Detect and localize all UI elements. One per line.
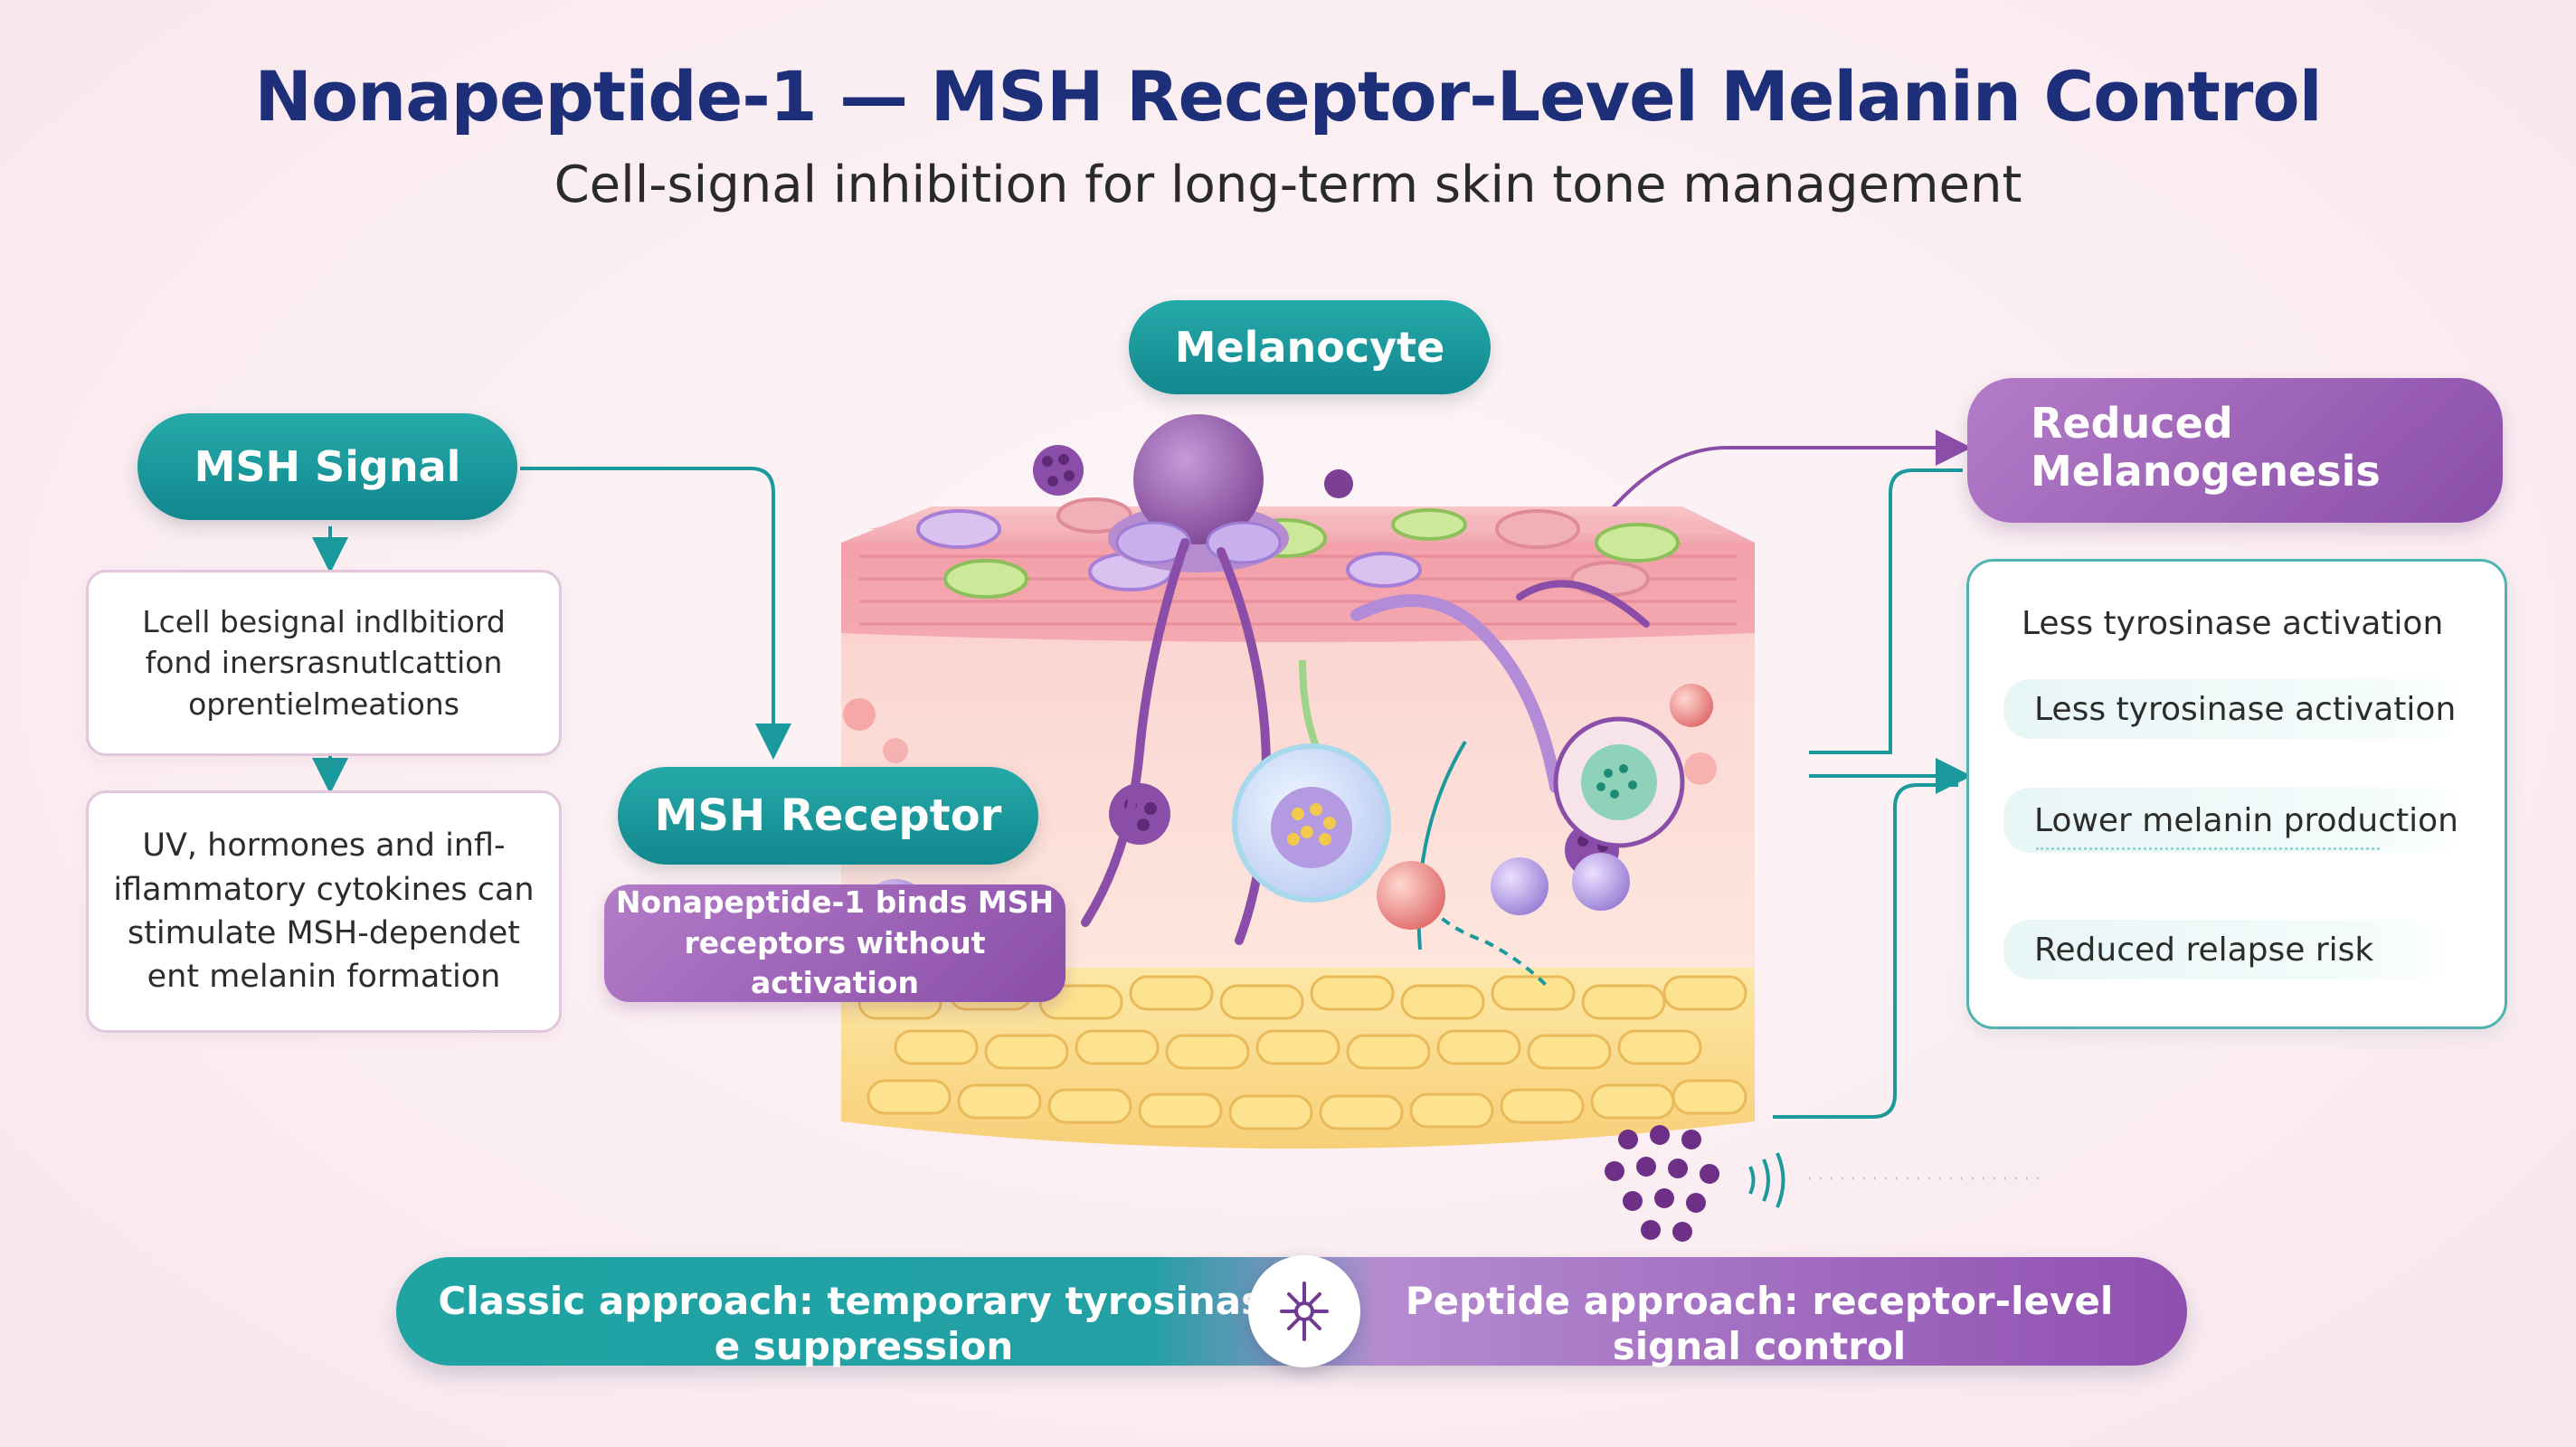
effect-item-chip: Less tyrosinase activation <box>2003 679 2467 739</box>
signal-description-line: fond inersrasnutlcattion <box>145 645 503 681</box>
released-pigment-dots <box>1605 1125 1785 1242</box>
molecule-icon <box>1280 1281 1329 1341</box>
peptide-approach-line: signal control <box>1612 1323 1907 1368</box>
peptide-approach-line: Peptide approach: receptor-level <box>1405 1279 2114 1323</box>
msh-receptor-label: MSH Receptor <box>654 790 1002 841</box>
msh-signal-pill: MSH Signal <box>137 413 517 520</box>
stimuli-description-line: iflammatory cytokines can <box>113 871 535 908</box>
stimuli-description-line: stimulate MSH-dependet <box>127 915 520 951</box>
signal-description-box: Lcell besignal indlbitiord fond inersras… <box>86 570 562 756</box>
melanocyte-pill: Melanocyte <box>1129 300 1491 394</box>
effect-item: Less tyrosinase activation <box>2034 690 2457 728</box>
classic-approach-text: Classic approach: temporary tyrosinase e… <box>434 1279 1293 1368</box>
msh-signal-label: MSH Signal <box>194 442 461 491</box>
page-subtitle: Cell-signal inhibition for long-term ski… <box>554 156 2022 214</box>
effect-item: Reduced relapse risk <box>2034 931 2374 969</box>
stimuli-description-line: ent melanin formation <box>147 959 501 996</box>
comparison-center-badge <box>1248 1255 1360 1367</box>
reduced-melanogenesis-line: Reduced <box>2031 399 2233 448</box>
classic-approach-line: e suppression <box>714 1323 1014 1368</box>
classic-approach-line: Classic approach: temporary tyrosinase <box>438 1279 1290 1323</box>
peptide-approach-text: Peptide approach: receptor-level signal … <box>1375 1279 2144 1368</box>
stimuli-description-line: UV, hormones and infl- <box>142 828 506 865</box>
msh-receptor-pill: MSH Receptor <box>618 767 1038 865</box>
nonapeptide-binding-line: Nonapeptide-1 binds MSH <box>615 884 1055 921</box>
page-title: Nonapeptide-1 — MSH Receptor-Level Melan… <box>254 56 2322 137</box>
signal-description-line: oprentielmeations <box>188 686 459 722</box>
stimuli-description-box: UV, hormones and infl- iflammatory cytok… <box>86 790 562 1033</box>
effects-list-box: Less tyrosinase activation Less tyrosina… <box>1966 559 2507 1029</box>
dotted-divider <box>2036 847 2380 850</box>
nonapeptide-binding-box: Nonapeptide-1 binds MSH receptors withou… <box>604 884 1065 1002</box>
effect-item-chip: Lower melanin production <box>2003 788 2467 853</box>
signal-description-line: Lcell besignal indlbitiord <box>142 603 506 639</box>
nonapeptide-binding-line: receptors without activation <box>684 924 986 1001</box>
reduced-melanogenesis-pill: Reduced Melanogenesis <box>1967 378 2503 523</box>
reduced-melanogenesis-line: Melanogenesis <box>2031 446 2381 496</box>
effect-item: Less tyrosinase activation <box>2022 605 2444 642</box>
effect-item: Lower melanin production <box>2034 801 2458 839</box>
melanocyte-label: Melanocyte <box>1174 323 1445 372</box>
effect-item-chip: Reduced relapse risk <box>2003 920 2452 979</box>
